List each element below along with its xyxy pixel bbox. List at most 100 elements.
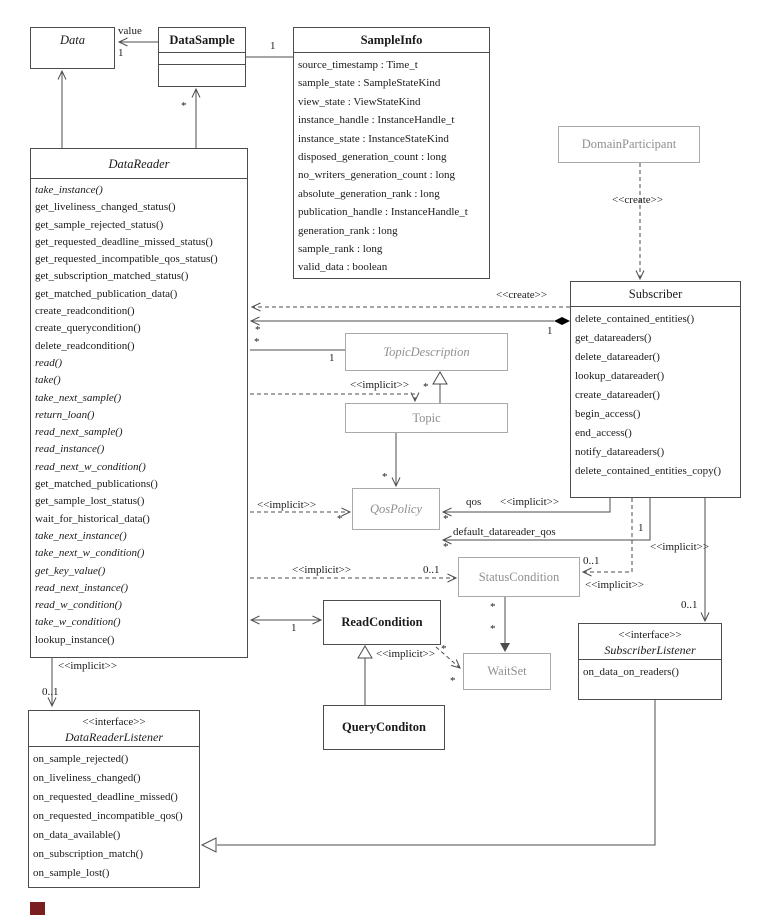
label-default-datareader-qos: default_datareader_qos xyxy=(453,526,556,538)
member: source_timestamp : Time_t xyxy=(298,59,418,71)
member: get_requested_deadline_missed_status() xyxy=(35,235,213,248)
interface-header-subscriberlistener: <<interface>> SubscriberListener xyxy=(579,624,721,659)
member: take_w_condition() xyxy=(35,616,121,629)
member: read_instance() xyxy=(35,443,105,456)
member: on_subscription_match() xyxy=(33,848,143,860)
edge-subscriberlistener-generalization xyxy=(217,700,656,846)
member: on_requested_deadline_missed() xyxy=(33,791,178,803)
member: get_matched_publication_data() xyxy=(35,287,178,300)
class-box-readcondition: ReadCondition xyxy=(323,600,441,645)
class-title-datareaderlistener: DataReaderListener xyxy=(65,730,163,744)
label-implicit-qos: <<implicit>> xyxy=(500,496,560,508)
mult-composition-one: 1 xyxy=(547,325,553,337)
member: read_next_w_condition() xyxy=(35,460,146,473)
member: lookup_datareader() xyxy=(575,370,665,382)
member: get_sample_rejected_status() xyxy=(35,218,164,231)
member: on_sample_rejected() xyxy=(33,753,129,765)
member: delete_contained_entities_copy() xyxy=(575,465,721,477)
label-create-subscriber: <<create>> xyxy=(612,194,664,206)
mult-topic-qospolicy-many: * xyxy=(382,471,388,483)
member: wait_for_historical_data() xyxy=(35,512,150,525)
label-implicit-waitset: <<implicit>> xyxy=(376,648,436,660)
member: no_writers_generation_count : long xyxy=(298,169,456,182)
mult-statuscondition-waitset-many-b: * xyxy=(490,623,496,635)
label-implicit-sub-statuscondition: <<implicit>> xyxy=(585,579,645,591)
member: on_sample_lost() xyxy=(33,867,110,879)
class-title-readcondition: ReadCondition xyxy=(341,615,423,629)
label-implicit-topic: <<implicit>> xyxy=(350,379,410,391)
class-title-topic: Topic xyxy=(412,410,441,425)
label-implicit-datareaderlistener: <<implicit>> xyxy=(58,660,118,672)
member: absolute_generation_rank : long xyxy=(298,187,440,200)
edge-subscriber-statuscondition xyxy=(581,498,633,577)
edge-qos xyxy=(441,498,611,517)
label-qos: qos xyxy=(466,496,482,508)
mult-data-one: 1 xyxy=(118,47,124,59)
class-box-subscriber: Subscriber delete_contained_entities()ge… xyxy=(570,281,741,498)
member: on_data_available() xyxy=(33,829,121,841)
mult-subscriberlistener-zeroone: 0..1 xyxy=(681,599,698,611)
member: take_instance() xyxy=(35,184,103,196)
member: begin_access() xyxy=(575,408,641,420)
member: read_next_sample() xyxy=(35,426,123,439)
mult-readcondition-one: 1 xyxy=(291,622,297,634)
member: end_access() xyxy=(575,427,632,439)
mult-topicdescription-one: 1 xyxy=(329,352,335,364)
class-box-statuscondition: StatusCondition xyxy=(458,557,580,597)
composition-diamond xyxy=(554,317,570,325)
label-implicit-subscriberlistener: <<implicit>> xyxy=(650,541,710,553)
mult-statuscondition-waitset-many-a: * xyxy=(490,601,496,613)
member: delete_readcondition() xyxy=(35,339,135,352)
member: get_key_value() xyxy=(35,564,106,577)
member: get_liveliness_changed_status() xyxy=(35,201,176,214)
member: get_subscription_matched_status() xyxy=(35,270,189,283)
stereotype-interface: <<interface>> xyxy=(82,716,146,728)
edge-readcondition-waitset xyxy=(435,646,461,669)
class-box-datasample: DataSample xyxy=(158,27,246,87)
member: get_datareaders() xyxy=(575,332,652,344)
class-title-sampleinfo: SampleInfo xyxy=(360,33,423,47)
mult-topicdescription-many: * xyxy=(254,336,260,348)
edge-default-datareader-qos xyxy=(441,498,651,545)
class-box-datareader: DataReader take_instance() get_liveliness… xyxy=(30,148,248,658)
mult-composition-many: * xyxy=(255,324,261,336)
member: on_data_on_readers() xyxy=(583,666,679,678)
member: create_querycondition() xyxy=(35,322,141,335)
member: take() xyxy=(35,374,61,387)
class-box-querycondition: QueryConditon xyxy=(323,705,445,750)
interface-header-datareaderlistener: <<interface>> DataReaderListener xyxy=(29,711,199,746)
class-title-topicdescription: TopicDescription xyxy=(383,344,470,359)
class-title-datareader: DataReader xyxy=(108,157,170,171)
methods-subscriberlistener: on_data_on_readers() xyxy=(579,659,721,699)
member: get_sample_lost_status() xyxy=(35,495,145,508)
edge-endings xyxy=(200,317,570,853)
member: sample_state : SampleStateKind xyxy=(298,77,441,90)
class-title-data: Data xyxy=(60,33,85,47)
class-box-datareaderlistener: <<interface>> DataReaderListener on_samp… xyxy=(28,710,200,888)
mult-topic-many: * xyxy=(423,381,429,393)
mult-datasample-many: * xyxy=(181,100,187,112)
member: take_next_instance() xyxy=(35,529,127,542)
empty-attributes-compartment xyxy=(159,52,245,64)
class-title-querycondition: QueryConditon xyxy=(341,720,427,734)
member: delete_datareader() xyxy=(575,351,660,363)
member: get_requested_incompatible_qos_status() xyxy=(35,253,218,266)
edge-label-value: value xyxy=(118,25,142,37)
class-title-waitset: WaitSet xyxy=(487,664,527,678)
arrow-waitset-filled xyxy=(500,643,510,652)
class-title-qospolicy: QosPolicy xyxy=(369,501,423,516)
member: on_liveliness_changed() xyxy=(33,772,141,784)
mult-qospolicy-many: * xyxy=(337,513,343,525)
member: take_next_sample() xyxy=(35,391,122,404)
member: valid_data : boolean xyxy=(298,261,388,274)
methods-subscriber: delete_contained_entities() get_datareade… xyxy=(571,306,740,497)
class-box-subscriberlistener: <<interface>> SubscriberListener on_data… xyxy=(578,623,722,700)
cropped-page-fragment xyxy=(30,902,45,915)
class-box-data: Data xyxy=(30,27,115,69)
mult-sampleinfo-one: 1 xyxy=(270,40,276,52)
member: get_matched_publications() xyxy=(35,478,158,491)
member: take_next_w_condition() xyxy=(35,547,145,560)
methods-datareaderlistener: on_sample_rejected() on_liveliness_change… xyxy=(29,746,199,887)
member: delete_contained_entities() xyxy=(575,313,695,325)
label-create-datareader: <<create>> xyxy=(496,289,548,301)
